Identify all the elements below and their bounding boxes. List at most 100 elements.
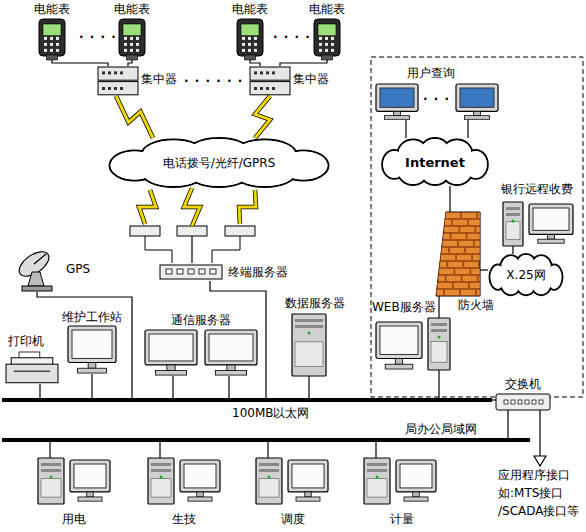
firewall-part [442, 241, 457, 247]
firewall-part [443, 234, 450, 240]
energy-meter-part [136, 37, 139, 40]
comm-server-part [227, 365, 235, 371]
data-server-part [295, 342, 323, 367]
energy-meter: 电能表 [118, 18, 146, 60]
energy-meter-part [56, 49, 59, 52]
department-pc-part [292, 464, 324, 488]
department-pc-part [256, 458, 282, 504]
web-server: WEB服务器 [376, 318, 452, 370]
modem-wire [212, 236, 240, 263]
bank-terminal-part [506, 207, 520, 210]
department-pc-part [50, 476, 53, 479]
bank-terminal-part [538, 239, 564, 243]
concentrator-part [272, 87, 275, 90]
firewall-part [469, 220, 480, 226]
energy-meter-part [321, 55, 332, 60]
firewall-part [473, 255, 480, 261]
energy-meter-part [325, 49, 328, 52]
energy-meter-part [136, 43, 139, 46]
connector [255, 96, 270, 138]
concentrator-part [266, 87, 269, 90]
wire [467, 120, 468, 138]
node-label: 银行远程收费 [501, 182, 573, 197]
lightning-outline [116, 96, 153, 138]
node-label: 用电 [62, 512, 86, 527]
web-server-part [431, 329, 447, 332]
node-label: 终端服务器 [228, 265, 288, 280]
terminal-server-icon [160, 263, 222, 281]
firewall-part [446, 276, 461, 282]
user-pcs-part [456, 84, 498, 111]
printer-part [14, 371, 50, 372]
lightning-outline [255, 96, 270, 138]
concentrator-icon [98, 66, 138, 96]
modem [130, 226, 160, 236]
firewall-part [462, 276, 477, 282]
wire [128, 60, 132, 66]
wire [539, 410, 540, 466]
department-pc-part [259, 463, 279, 466]
connector [37, 292, 132, 398]
firewall-part [458, 241, 473, 247]
wire [512, 246, 513, 254]
node-label: 用户查询 [407, 66, 455, 81]
department-pc-icon [148, 458, 220, 504]
node-label: 集中器 [141, 72, 177, 87]
concentrator-part [108, 87, 111, 90]
web-server-part [438, 336, 441, 339]
lightning-bolt [239, 190, 256, 224]
workstation: 维护工作站 [68, 326, 116, 374]
network-switch-part [504, 400, 508, 404]
firewall-part [444, 227, 459, 233]
node-label: GPS [66, 262, 90, 277]
department-pc-icon [38, 458, 110, 504]
energy-meter-part [50, 43, 53, 46]
energy-meter-part [325, 43, 328, 46]
lightning-bolt [139, 190, 156, 224]
energy-meter-part [124, 43, 127, 46]
wire [507, 410, 508, 438]
gps-antenna-part [22, 286, 52, 291]
energy-meter-icon [118, 18, 146, 60]
firewall-part [453, 283, 468, 289]
energy-meter-part [319, 49, 322, 52]
energy-meter-part [248, 43, 251, 46]
web-server-part [385, 364, 413, 369]
firewall-part [453, 220, 468, 226]
connector [534, 410, 546, 466]
network-switch-part [518, 400, 522, 404]
firewall-part [436, 212, 480, 296]
network-switch-part [539, 400, 543, 404]
comm-server-part [167, 365, 175, 371]
connector [309, 376, 310, 398]
connector [439, 370, 440, 398]
energy-meter-part [254, 43, 257, 46]
node-label: 计量 [390, 512, 414, 527]
connector [480, 270, 488, 271]
connector [376, 442, 377, 458]
wire [492, 399, 496, 400]
firewall-part [451, 234, 466, 240]
printer: 打印机 [6, 352, 58, 384]
firewall-part [478, 213, 480, 219]
department-pc-part [188, 497, 212, 501]
connector [184, 188, 200, 263]
data-server-icon [292, 314, 326, 376]
energy-meter: 电能表 [38, 18, 66, 60]
energy-meter-part [124, 37, 127, 40]
firewall-part [465, 248, 480, 254]
node-label: X.25网 [488, 254, 564, 296]
energy-meter-part [56, 43, 59, 46]
energy-meter-part [130, 49, 133, 52]
firewall-part [438, 276, 445, 282]
department-pc-part [41, 479, 61, 497]
node-label: 数据服务器 [285, 296, 345, 311]
firewall-part [445, 220, 452, 226]
energy-meter-part [318, 24, 336, 36]
ellipsis-dots: · · · · · · [184, 74, 243, 88]
firewall-part [476, 227, 480, 233]
energy-meter-part [248, 37, 251, 40]
node-label: 集中器 [293, 72, 329, 87]
ellipsis-dots: · · · · [79, 30, 117, 44]
department-pc-part [184, 464, 216, 488]
